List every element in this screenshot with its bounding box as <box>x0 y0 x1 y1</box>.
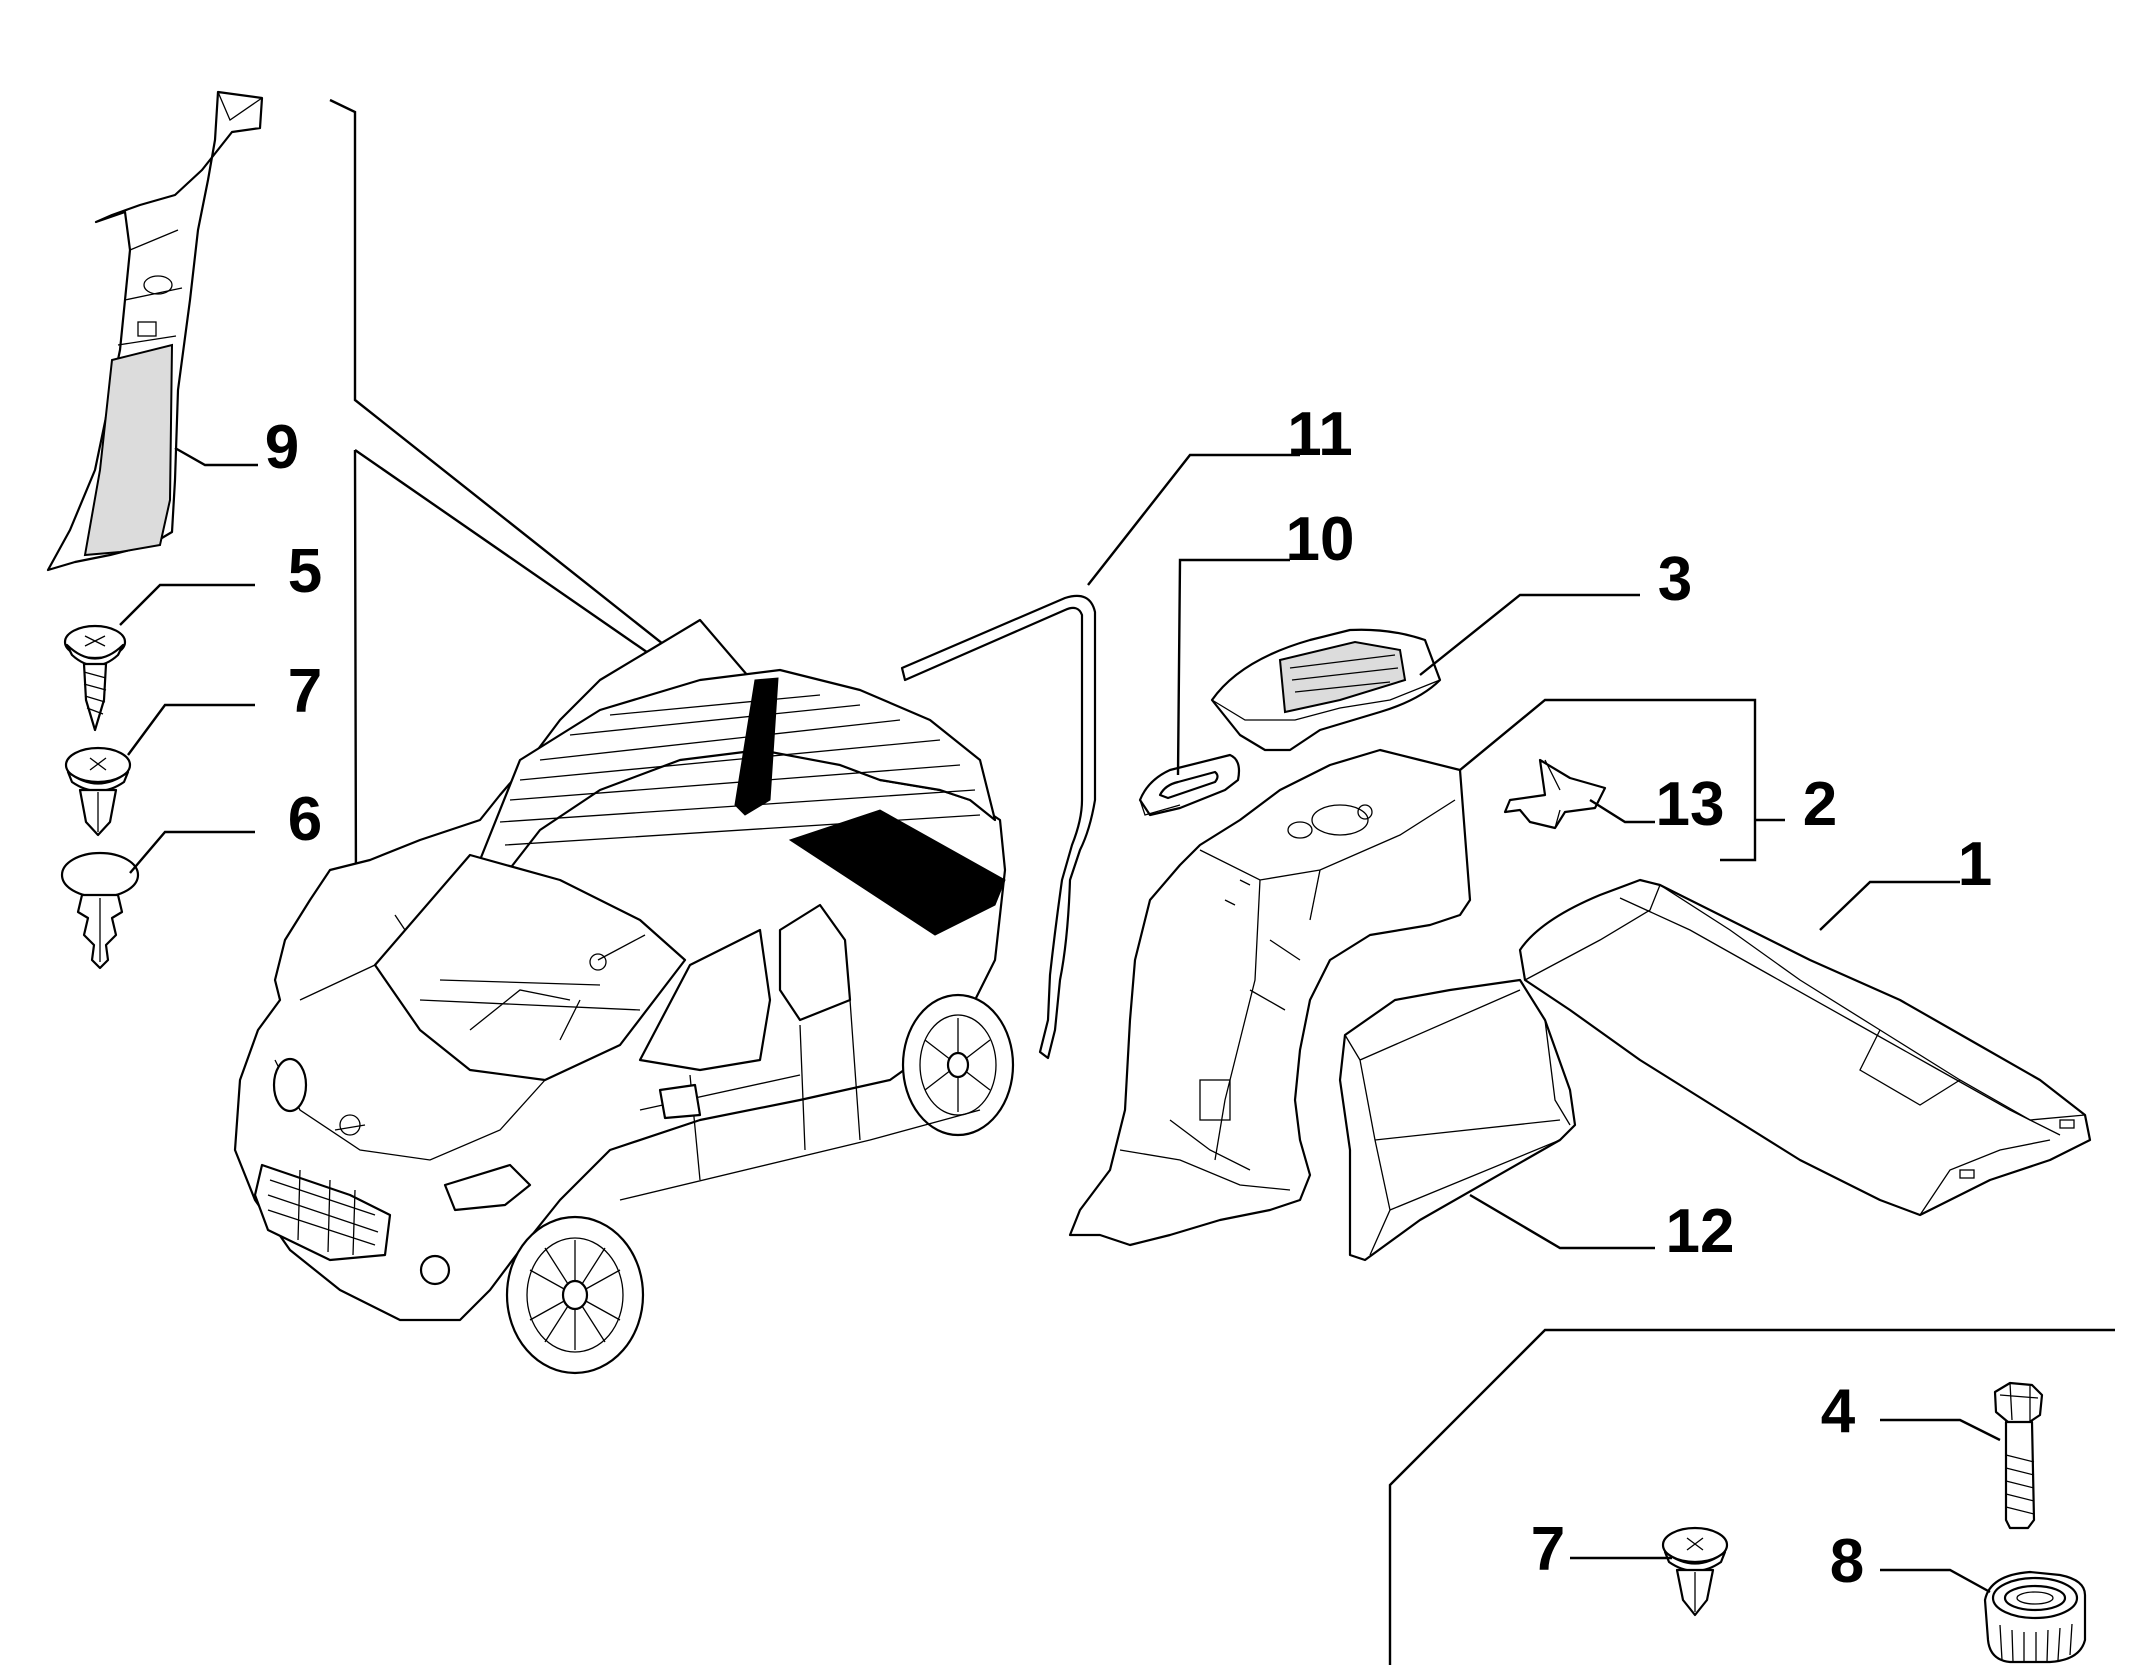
part-11-seal <box>900 594 1097 1060</box>
callout-6: 6 <box>288 785 322 854</box>
part-5-screw <box>63 624 127 732</box>
part-4-bolt <box>1993 1381 2044 1530</box>
vehicle-illustration <box>233 618 1015 1375</box>
part-12-bin <box>1338 978 1577 1262</box>
part-8-nut-cage <box>1983 1570 2087 1664</box>
part-10-tray <box>1138 753 1241 817</box>
callout-7-left: 7 <box>288 657 322 726</box>
callout-labels: 9 5 7 6 11 10 3 13 2 1 12 4 7 8 <box>265 400 1992 1596</box>
callout-7-right: 7 <box>1531 1515 1565 1584</box>
leader-lines <box>119 446 2001 1594</box>
bottom-right-group-bracket <box>1388 1328 2115 1665</box>
part-6-rivet <box>60 851 140 970</box>
part-3-cover <box>1210 628 1442 752</box>
callout-9: 9 <box>265 413 299 482</box>
callout-2: 2 <box>1803 770 1837 839</box>
callout-5: 5 <box>288 537 322 606</box>
part-2-side-trim <box>1068 748 1472 1247</box>
part-1-floor-panel <box>1518 878 2092 1217</box>
part-13-bracket <box>1503 758 1607 830</box>
callout-10: 10 <box>1286 505 1355 574</box>
part-9-pillar-trim <box>46 90 264 572</box>
callout-4: 4 <box>1821 1377 1856 1446</box>
part-7-clip-left <box>64 746 132 837</box>
callout-13: 13 <box>1656 770 1725 839</box>
callout-1: 1 <box>1958 830 1992 899</box>
callout-3: 3 <box>1658 545 1692 614</box>
callout-12: 12 <box>1666 1197 1735 1266</box>
callout-8: 8 <box>1830 1527 1864 1596</box>
callout-11: 11 <box>1287 400 1353 469</box>
part-7-clip-right <box>1661 1526 1729 1617</box>
